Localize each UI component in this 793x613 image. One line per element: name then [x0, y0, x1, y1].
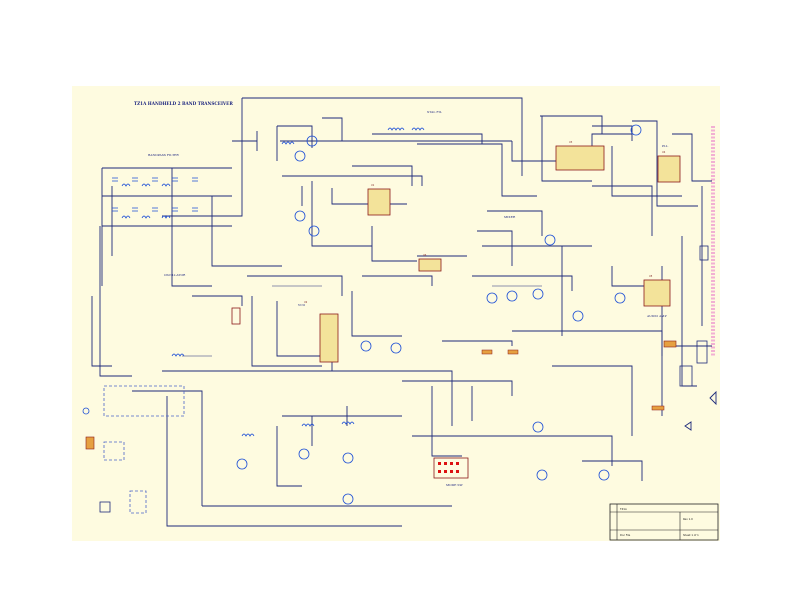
ic-u2	[319, 313, 339, 363]
transistor-symbol	[506, 290, 518, 302]
title-block-file: Doc File	[620, 533, 631, 537]
transistor-symbol	[342, 493, 354, 505]
ic-u4	[657, 155, 681, 183]
transistor-symbol	[536, 469, 548, 481]
transistors	[236, 124, 642, 505]
transistor-symbol	[486, 292, 498, 304]
ic-u4-label: U4	[662, 151, 666, 154]
oscillator-label: OSCILLATOR	[164, 273, 186, 277]
ic-u5-label: U5	[649, 275, 653, 278]
schematic-sheet: TZ1A HANDHELD 2 BAND TRANSCEIVER	[72, 86, 720, 541]
ic-u6	[418, 258, 442, 272]
ic-u3-label: U3	[569, 141, 573, 144]
ic-u1	[367, 188, 391, 216]
transistor-symbol	[298, 448, 310, 460]
transistor-symbol	[598, 469, 610, 481]
ic-u5	[643, 279, 671, 307]
transistor-symbol	[532, 288, 544, 300]
transistor-symbol	[306, 135, 318, 147]
inductors	[171, 127, 425, 437]
transistor-symbol	[630, 124, 642, 136]
transistor-symbol	[294, 210, 306, 222]
transistor-symbol	[236, 458, 248, 470]
ic-u3	[555, 145, 605, 171]
connectors	[82, 126, 717, 513]
wire-network	[91, 97, 712, 527]
transistor-symbol	[294, 150, 306, 162]
transistor-symbol	[572, 310, 584, 322]
bandpass-filter-label: BANDPASS FILTER	[148, 153, 179, 157]
mixer-label: MIXER	[504, 215, 516, 219]
transistor-symbol	[342, 452, 354, 464]
title-block-sheet: Sheet 1 of 1	[683, 533, 699, 537]
transistor-symbol	[390, 342, 402, 354]
title-block-name: TZ1A	[620, 507, 627, 511]
ic-chips: U1 U2 U3 U4 U5 U6	[304, 141, 681, 363]
transistor-symbol	[360, 340, 372, 352]
title-block: TZ1A Rev 1.0 Doc File Sheet 1 of 1	[609, 503, 719, 541]
schematic-diagram: TZ1A HANDHELD 2 BAND TRANSCEIVER	[82, 97, 719, 541]
schematic-title: TZ1A HANDHELD 2 BAND TRANSCEIVER	[134, 101, 233, 106]
vco-label: VCO	[297, 303, 306, 307]
mode-switch-label: MODE SW	[446, 483, 464, 487]
transistor-symbol	[532, 421, 544, 433]
ic-u6-label: U6	[423, 254, 427, 257]
transistor-symbol	[308, 225, 320, 237]
title-block-rev: Rev 1.0	[683, 517, 693, 521]
transistor-symbol	[614, 292, 626, 304]
audio-amp-label: AUDIO AMP	[646, 314, 667, 318]
pll-label: PLL	[662, 144, 668, 148]
ic-u2-label: U2	[304, 301, 308, 304]
ic-u1-label: U1	[371, 184, 375, 187]
transistor-symbol	[544, 234, 556, 246]
bandpass-components	[112, 177, 198, 219]
dashed-enclosures	[103, 385, 185, 514]
xtal-filter-label: XTAL FIL	[427, 110, 442, 114]
